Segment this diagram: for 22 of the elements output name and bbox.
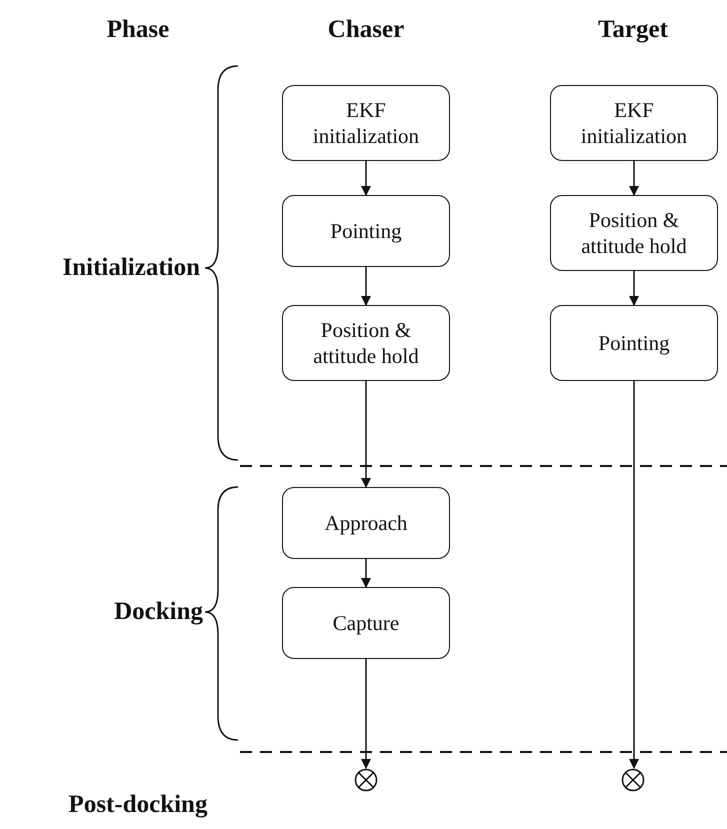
column-heading: Target (598, 16, 668, 44)
state-box: Capture (282, 587, 450, 659)
arrow (629, 381, 639, 769)
arrow (629, 271, 639, 306)
arrow (361, 161, 371, 196)
state-box: Position & attitude hold (282, 305, 450, 381)
column-heading: Phase (106, 16, 170, 44)
arrow (629, 161, 639, 196)
column-heading: Post-docking (68, 791, 208, 819)
state-box: EKF initialization (282, 85, 450, 161)
arrow (361, 381, 371, 488)
state-box: Approach (282, 487, 450, 559)
arrow (361, 659, 371, 769)
arrow (361, 267, 371, 306)
column-heading: Docking (114, 598, 203, 626)
state-box: Pointing (550, 305, 718, 381)
state-box: Position & attitude hold (550, 195, 718, 271)
arrow (361, 559, 371, 588)
state-box: EKF initialization (550, 85, 718, 161)
column-heading: Chaser (328, 16, 404, 44)
state-box: Pointing (282, 195, 450, 267)
column-heading: Initialization (62, 254, 200, 282)
